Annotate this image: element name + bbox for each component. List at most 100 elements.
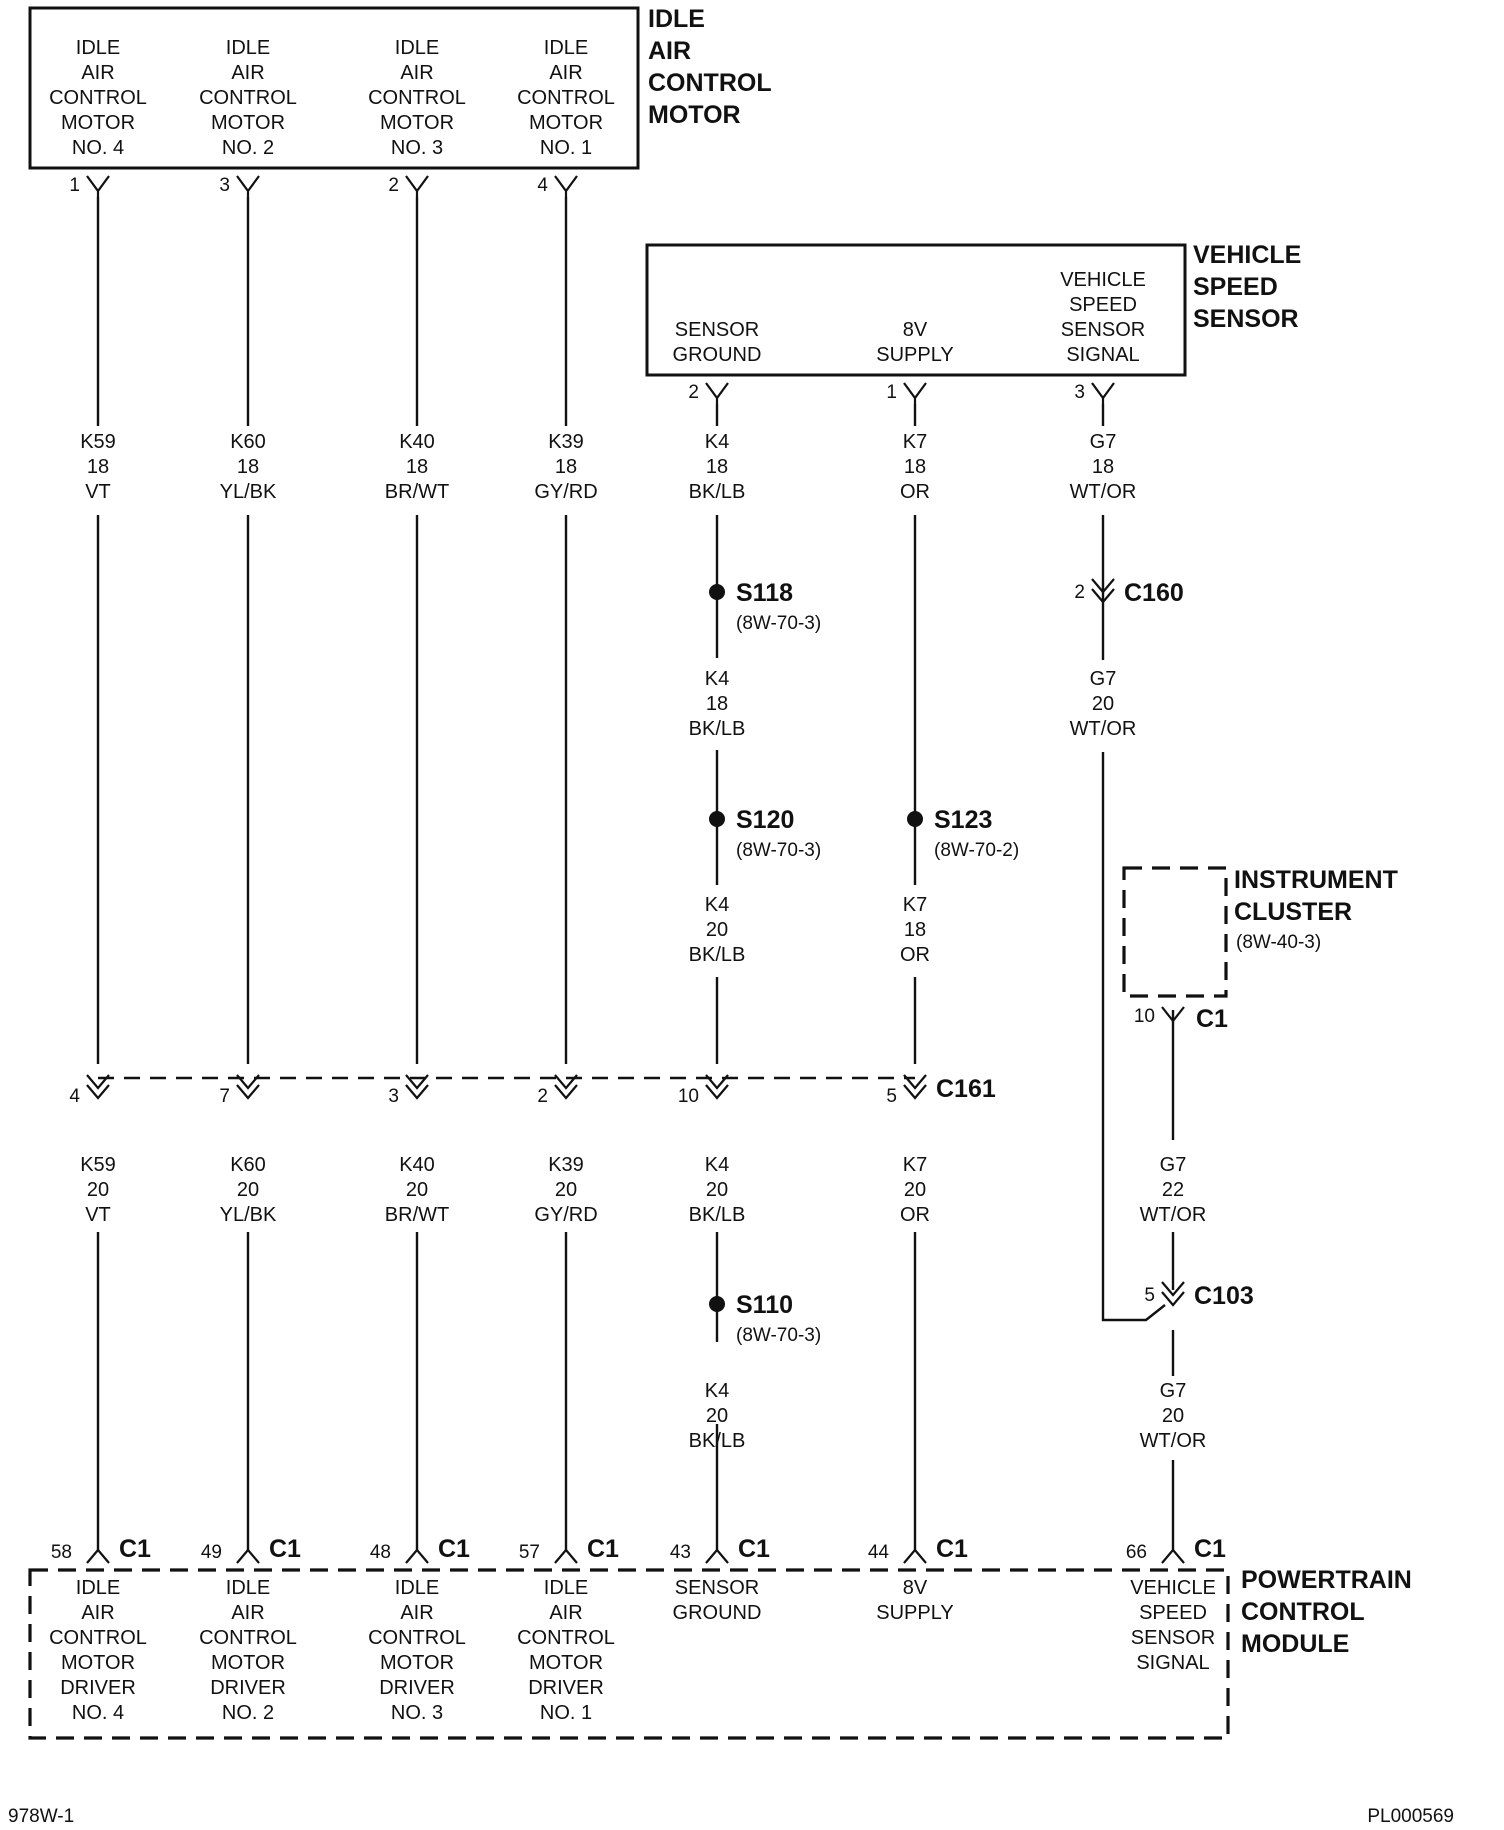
vss-col-1-line-2: GROUND xyxy=(673,344,762,366)
pcm-pin: 66 xyxy=(1126,1542,1147,1563)
iac-title-1: IDLE xyxy=(648,5,705,33)
c161-pin: 2 xyxy=(537,1086,548,1107)
splice-dot-icon xyxy=(709,1296,725,1312)
pcm-component: POWERTRAIN CONTROL MODULE xyxy=(28,1566,1412,1740)
splice-dot-icon xyxy=(907,811,923,827)
iac-col-3-line-4: MOTOR xyxy=(380,112,454,134)
iac-title-4: MOTOR xyxy=(648,101,741,129)
splice-s123-ref: (8W-70-2) xyxy=(934,840,1019,861)
splice-s118-ref: (8W-70-3) xyxy=(736,613,821,634)
wire-label-circuit: K7 xyxy=(903,894,927,916)
wire-label-color: BK/LB xyxy=(689,481,746,503)
pcm-col-line: SENSOR xyxy=(675,1577,759,1599)
wire-label-gauge: 20 xyxy=(406,1179,428,1201)
wire-label-color: BK/LB xyxy=(689,944,746,966)
wire-label-color: YL/BK xyxy=(220,481,277,503)
pin-symbol-icon xyxy=(903,382,927,404)
wire-label-circuit: K60 xyxy=(230,431,266,453)
pcm-title-3: MODULE xyxy=(1241,1630,1349,1658)
wire-label-circuit: K7 xyxy=(903,1154,927,1176)
pin-symbol-icon xyxy=(1091,382,1115,404)
iac-pin-1: 1 xyxy=(69,175,80,196)
wire-label-color: BR/WT xyxy=(385,1204,449,1226)
pcm-col-line: DRIVER xyxy=(528,1677,604,1699)
wire-label-gauge: 20 xyxy=(87,1179,109,1201)
pcm-col-line: MOTOR xyxy=(211,1652,285,1674)
pin-symbol-icon xyxy=(903,1548,927,1564)
wire-label-gauge: 20 xyxy=(904,1179,926,1201)
pcm-col-line: SIGNAL xyxy=(1136,1652,1209,1674)
iac-motor-component: IDLE AIR CONTROL MOTOR NO. 4 IDLE AIR CO… xyxy=(28,5,772,170)
connector-c160: 2 C160 xyxy=(1074,568,1184,615)
wire-label-color: BK/LB xyxy=(689,1430,746,1452)
c161-pin: 7 xyxy=(219,1086,230,1107)
pcm-col-line: AIR xyxy=(231,1602,264,1624)
wire-label-circuit: K4 xyxy=(705,1380,729,1402)
wire-label-circuit: G7 xyxy=(1090,431,1117,453)
pcm-c1-name: C1 xyxy=(1194,1535,1226,1563)
iac-col-1-line-5: NO. 4 xyxy=(72,137,124,159)
wire-label-circuit: K59 xyxy=(80,1154,116,1176)
splice-s110-ref: (8W-70-3) xyxy=(736,1325,821,1346)
wire-label-circuit: K39 xyxy=(548,431,584,453)
pcm-c1-name: C1 xyxy=(438,1535,470,1563)
c103-pin: 5 xyxy=(1144,1285,1155,1306)
iac-col-2-line-4: MOTOR xyxy=(211,112,285,134)
splice-s120: S120 (8W-70-3) xyxy=(709,806,821,861)
pcm-col-line: DRIVER xyxy=(60,1677,136,1699)
iac-col-2-line-5: NO. 2 xyxy=(222,137,274,159)
cluster-ref: (8W-40-3) xyxy=(1236,932,1321,953)
iac-col-3-line-5: NO. 3 xyxy=(391,137,443,159)
pcm-col-line: SENSOR xyxy=(1131,1627,1215,1649)
pcm-col-line: AIR xyxy=(81,1602,114,1624)
wire-label-gauge: 20 xyxy=(706,1405,728,1427)
iac-col-1-line-4: MOTOR xyxy=(61,112,135,134)
wire-label-gauge: 20 xyxy=(555,1179,577,1201)
pcm-pin: 49 xyxy=(201,1542,222,1563)
cluster-title-1: INSTRUMENT xyxy=(1234,866,1398,894)
wire-label-gauge: 22 xyxy=(1162,1179,1184,1201)
splice-s123: S123 (8W-70-2) xyxy=(907,806,1019,861)
wire-label-color: BK/LB xyxy=(689,1204,746,1226)
pcm-col-line: DRIVER xyxy=(210,1677,286,1699)
wire-label-circuit: K40 xyxy=(399,1154,435,1176)
footer-left-code: 978W-1 xyxy=(8,1806,74,1827)
cluster-c1-pin: 10 xyxy=(1134,1006,1155,1027)
wire-label-color: GY/RD xyxy=(534,1204,597,1226)
connector-c161: 4 7 3 2 10 5 C161 xyxy=(69,1074,996,1107)
pcm-pin: 58 xyxy=(51,1542,72,1563)
vss-pin-3: 3 xyxy=(1074,382,1085,403)
pcm-col-line: CONTROL xyxy=(199,1627,297,1649)
c161-pin: 5 xyxy=(886,1086,897,1107)
iac-col-2-line-1: IDLE xyxy=(226,37,270,59)
pin-symbol-icon xyxy=(405,175,429,197)
pin-symbol-icon xyxy=(86,175,110,197)
pin-symbol-icon xyxy=(554,1548,578,1564)
iac-col-4-line-4: MOTOR xyxy=(529,112,603,134)
wire-label-circuit: K4 xyxy=(705,1154,729,1176)
pcm-c1-name: C1 xyxy=(119,1535,151,1563)
vss-col-2-line-2: SUPPLY xyxy=(876,344,953,366)
cluster-title-2: CLUSTER xyxy=(1234,898,1352,926)
pcm-pin: 48 xyxy=(370,1542,391,1563)
pcm-col-line: IDLE xyxy=(76,1577,120,1599)
pcm-col-line: MOTOR xyxy=(529,1652,603,1674)
pcm-col-line: CONTROL xyxy=(368,1627,466,1649)
wire-label-circuit: K4 xyxy=(705,668,729,690)
iac-pin-3: 2 xyxy=(388,175,399,196)
pcm-c1-name: C1 xyxy=(587,1535,619,1563)
wire-label-color: OR xyxy=(900,944,930,966)
wire-label-circuit: K4 xyxy=(705,894,729,916)
splice-s123-name: S123 xyxy=(934,806,992,834)
vss-title-1: VEHICLE xyxy=(1193,241,1301,269)
pcm-c1-pins: 58 49 48 57 43 44 66 C1 C1 C1 C1 C1 C1 C… xyxy=(51,1535,1226,1564)
connector-pin-icon xyxy=(554,1074,578,1100)
vss-col-3-line-4: SIGNAL xyxy=(1066,344,1139,366)
pin-symbol-icon xyxy=(554,175,578,197)
pin-symbol-icon xyxy=(1161,1548,1185,1564)
iac-pin-4: 4 xyxy=(537,175,548,196)
wire-label-gauge: 18 xyxy=(904,919,926,941)
connector-pin-icon xyxy=(903,1074,927,1100)
pcm-title-2: CONTROL xyxy=(1241,1598,1365,1626)
pcm-col-line: GROUND xyxy=(673,1602,762,1624)
